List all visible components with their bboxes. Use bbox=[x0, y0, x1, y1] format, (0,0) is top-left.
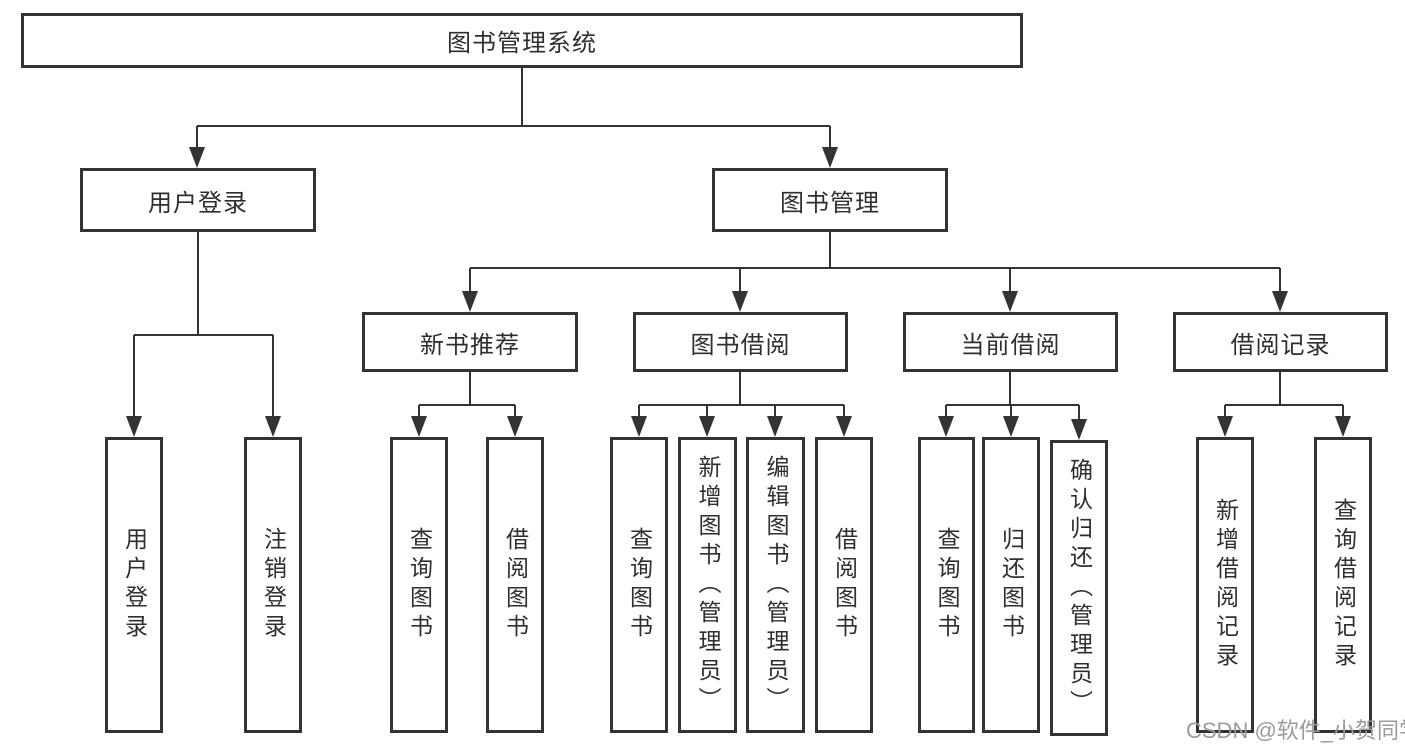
node-label: 当前借阅 bbox=[960, 331, 1061, 359]
node-leaf-borrow-books: 借阅图书 bbox=[815, 437, 873, 733]
node-label: 查询图书 bbox=[626, 527, 653, 643]
node-borrowing-records: 借阅记录 bbox=[1173, 312, 1388, 372]
node-label: 编辑图书（管理员） bbox=[763, 454, 789, 716]
arrowhead-down-icon bbox=[699, 416, 715, 437]
node-leaf-confirm-return-admin: 确认归还（管理员） bbox=[1050, 440, 1108, 736]
node-new-book-recommendation: 新书推荐 bbox=[362, 312, 578, 372]
node-label: 图书管理系统 bbox=[447, 30, 597, 57]
arrowhead-down-icon bbox=[126, 416, 142, 437]
node-leaf-query-borrow-record: 查询借阅记录 bbox=[1314, 437, 1372, 733]
node-leaf-query-books-recommend: 查询图书 bbox=[390, 437, 448, 733]
node-leaf-logout: 注销登录 bbox=[244, 437, 302, 733]
arrowhead-down-icon bbox=[189, 147, 205, 168]
arrowhead-down-icon bbox=[938, 416, 954, 437]
arrowhead-down-icon bbox=[507, 416, 523, 437]
arrowhead-down-icon bbox=[1217, 416, 1233, 437]
arrowhead-down-icon bbox=[1335, 416, 1351, 437]
node-label: 新增借阅记录 bbox=[1212, 498, 1239, 672]
node-label: 图书管理 bbox=[780, 189, 880, 217]
node-label: 注销登录 bbox=[260, 527, 287, 643]
arrowhead-down-icon bbox=[1003, 416, 1019, 437]
connector-user-login-to-leaves bbox=[126, 232, 281, 437]
node-current-borrowing: 当前借阅 bbox=[903, 312, 1118, 372]
node-leaf-query-books-borrow: 查询图书 bbox=[610, 437, 668, 733]
node-label: 查询图书 bbox=[934, 527, 960, 643]
arrowhead-down-icon bbox=[822, 147, 838, 168]
node-label: 新书推荐 bbox=[420, 331, 520, 359]
node-leaf-query-books-current: 查询图书 bbox=[918, 437, 975, 733]
arrowhead-down-icon bbox=[836, 416, 852, 437]
node-leaf-add-book-admin: 新增图书（管理员） bbox=[678, 437, 737, 733]
node-user-login: 用户登录 bbox=[80, 168, 316, 232]
node-root-library-system: 图书管理系统 bbox=[21, 13, 1023, 68]
node-leaf-borrow-books-recommend: 借阅图书 bbox=[486, 437, 544, 733]
node-label: 新增图书（管理员） bbox=[695, 454, 721, 716]
node-label: 查询图书 bbox=[406, 527, 433, 643]
node-book-borrowing: 图书借阅 bbox=[633, 312, 848, 372]
arrowhead-down-icon bbox=[1071, 419, 1087, 440]
node-leaf-edit-book-admin: 编辑图书（管理员） bbox=[746, 437, 805, 733]
connector-book-borrow-to-leaves bbox=[631, 372, 852, 437]
node-label: 用户登录 bbox=[148, 189, 248, 217]
node-book-management: 图书管理 bbox=[712, 168, 948, 232]
arrowhead-down-icon bbox=[732, 291, 748, 312]
node-label: 借阅记录 bbox=[1230, 331, 1331, 359]
node-leaf-return-books: 归还图书 bbox=[982, 437, 1040, 733]
node-label: 借阅图书 bbox=[502, 527, 529, 643]
connector-root-to-level1 bbox=[189, 68, 838, 168]
node-label: 借阅图书 bbox=[831, 527, 858, 643]
connector-current-borrow-to-leaves bbox=[938, 372, 1087, 440]
node-label: 归还图书 bbox=[998, 527, 1025, 643]
node-leaf-add-borrow-record: 新增借阅记录 bbox=[1196, 437, 1254, 733]
connector-new-books-to-leaves bbox=[411, 372, 523, 437]
watermark: CSDN @软件_小贺同学 bbox=[1186, 718, 1405, 743]
node-label: 用户登录 bbox=[121, 527, 148, 643]
arrowhead-down-icon bbox=[462, 291, 478, 312]
arrowhead-down-icon bbox=[1272, 291, 1288, 312]
arrowhead-down-icon bbox=[1002, 291, 1018, 312]
node-label: 图书借阅 bbox=[690, 331, 791, 359]
node-label: 查询借阅记录 bbox=[1330, 498, 1357, 672]
arrowhead-down-icon bbox=[265, 416, 281, 437]
arrowhead-down-icon bbox=[631, 416, 647, 437]
arrowhead-down-icon bbox=[411, 416, 427, 437]
connector-book-management-to-level2 bbox=[462, 232, 1288, 312]
arrowhead-down-icon bbox=[767, 416, 783, 437]
connector-borrow-records-to-leaves bbox=[1217, 372, 1351, 437]
node-label: 确认归还（管理员） bbox=[1066, 457, 1093, 719]
node-leaf-user-login: 用户登录 bbox=[105, 437, 163, 733]
